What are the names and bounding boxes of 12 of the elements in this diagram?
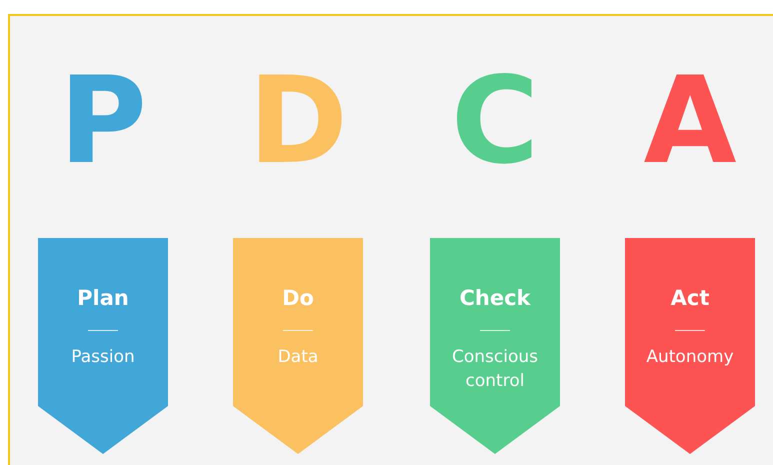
banner-text: Passion xyxy=(70,346,136,369)
banner-title: Plan xyxy=(76,286,130,310)
banner-text: Conscious control xyxy=(450,346,539,393)
banner-text: Data xyxy=(276,346,320,369)
banner-text: Autonomy xyxy=(645,346,735,369)
banner-title: Check xyxy=(458,286,532,310)
banner-title: Act xyxy=(670,286,710,310)
heading-letter: A xyxy=(642,52,738,192)
heading-letter: P xyxy=(58,52,148,192)
banner-title: Do xyxy=(281,286,315,310)
heading-letter: C xyxy=(450,52,540,192)
heading-letter: D xyxy=(247,52,349,192)
